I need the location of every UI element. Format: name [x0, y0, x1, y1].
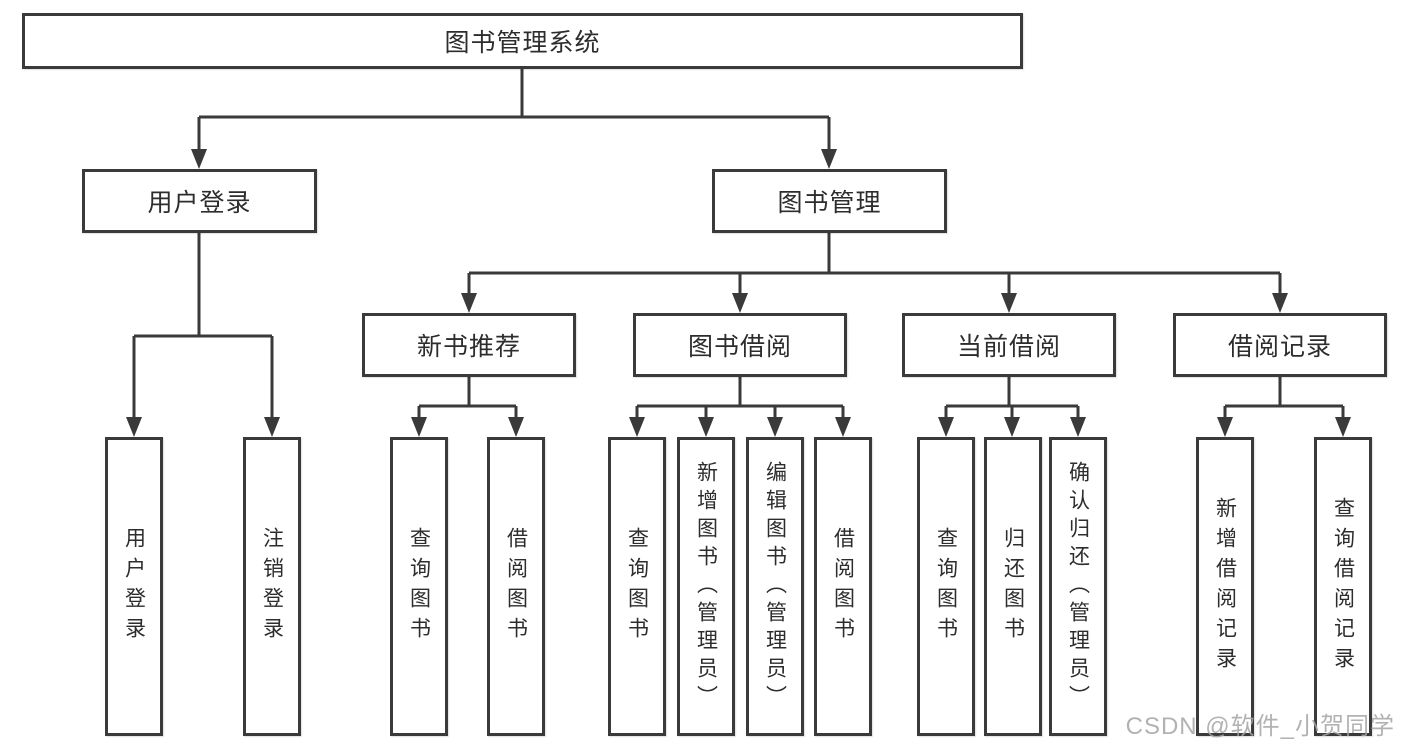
node-user-login: 用户登录 [82, 169, 317, 233]
leaf-add-borrow-record: 新增借阅记录 [1196, 437, 1254, 736]
leaf-query-books-recommend: 查询图书 [390, 437, 448, 736]
leaf-label: 编辑图书（管理员） [763, 460, 787, 713]
leaf-label: 查询图书 [625, 526, 649, 647]
node-book-borrowing: 图书借阅 [633, 313, 847, 377]
leaf-label: 确认归还（管理员） [1066, 460, 1090, 713]
leaf-edit-books-admin: 编辑图书（管理员） [746, 437, 804, 736]
leaf-label: 新增借阅记录 [1213, 496, 1237, 677]
leaf-label: 新增图书（管理员） [694, 460, 718, 713]
leaf-label: 借阅图书 [831, 526, 855, 647]
leaf-add-books-admin: 新增图书（管理员） [677, 437, 735, 736]
leaf-label: 用户登录 [122, 526, 146, 647]
leaf-label: 借阅图书 [504, 526, 528, 647]
node-book-management: 图书管理 [712, 169, 947, 233]
leaf-label: 查询图书 [407, 526, 431, 647]
leaf-label: 查询图书 [934, 526, 958, 647]
leaf-borrow-books-recommend: 借阅图书 [487, 437, 545, 736]
node-borrowing-records: 借阅记录 [1173, 313, 1387, 377]
leaf-label: 注销登录 [260, 526, 284, 647]
leaf-query-books-borrowing: 查询图书 [608, 437, 666, 736]
node-library-system: 图书管理系统 [22, 13, 1023, 69]
node-current-borrowing: 当前借阅 [902, 313, 1116, 377]
node-new-book-recommend: 新书推荐 [362, 313, 576, 377]
leaf-return-books: 归还图书 [984, 437, 1042, 736]
leaf-label: 查询借阅记录 [1331, 496, 1355, 677]
leaf-user-login: 用户登录 [105, 437, 163, 736]
leaf-query-books-current: 查询图书 [917, 437, 975, 736]
leaf-borrow-books: 借阅图书 [814, 437, 872, 736]
watermark: CSDN @软件_小贺同学 [1125, 713, 1395, 740]
leaf-confirm-return-admin: 确认归还（管理员） [1049, 437, 1107, 736]
leaf-query-borrow-record: 查询借阅记录 [1314, 437, 1372, 736]
leaf-label: 归还图书 [1001, 526, 1025, 647]
leaf-logout-login: 注销登录 [243, 437, 301, 736]
